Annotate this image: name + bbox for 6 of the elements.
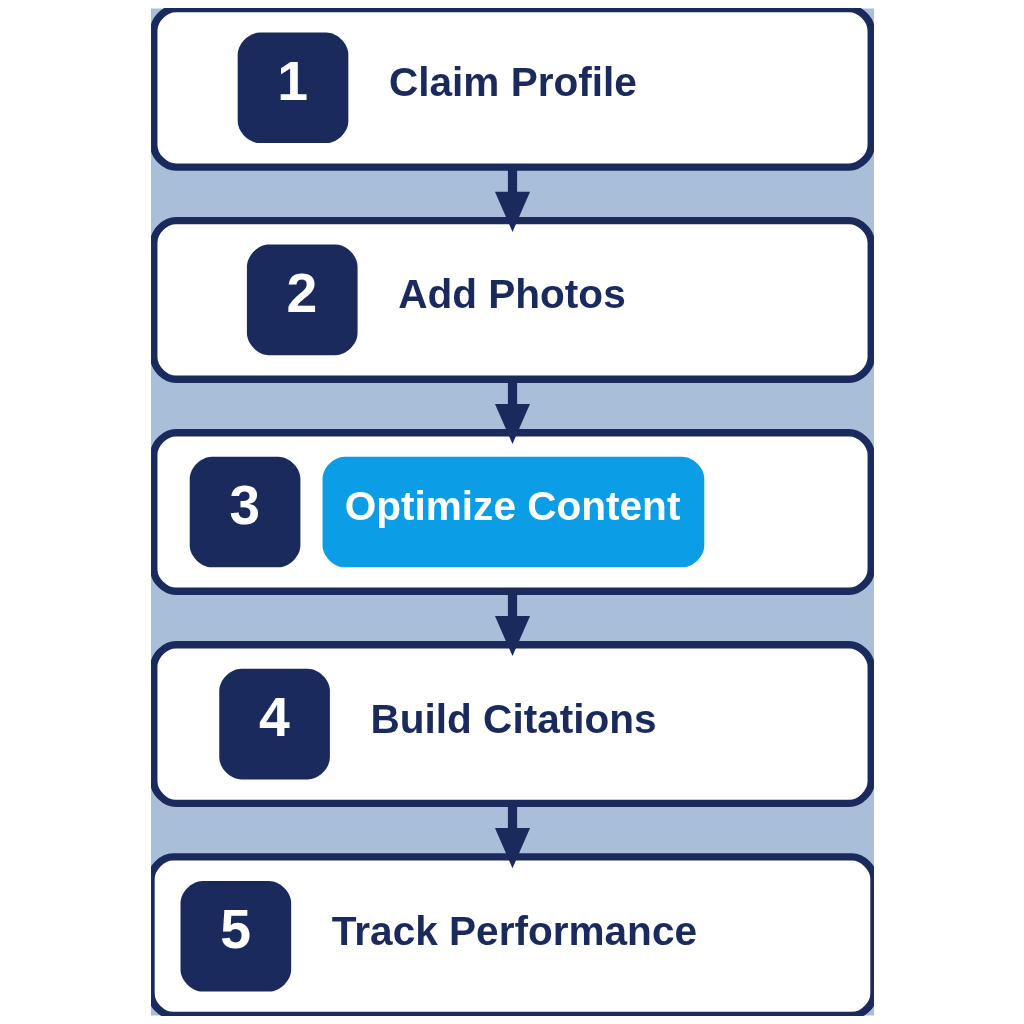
node-box: 3 Optimize Content [150, 429, 874, 595]
node-box: 2 Add Photos [150, 216, 874, 383]
node-box: 4 Build Citations [150, 641, 874, 808]
node-box: 5 Track Performance [150, 853, 874, 1016]
arrow [494, 167, 530, 232]
node-box: 1 Claim Profile [150, 8, 874, 171]
